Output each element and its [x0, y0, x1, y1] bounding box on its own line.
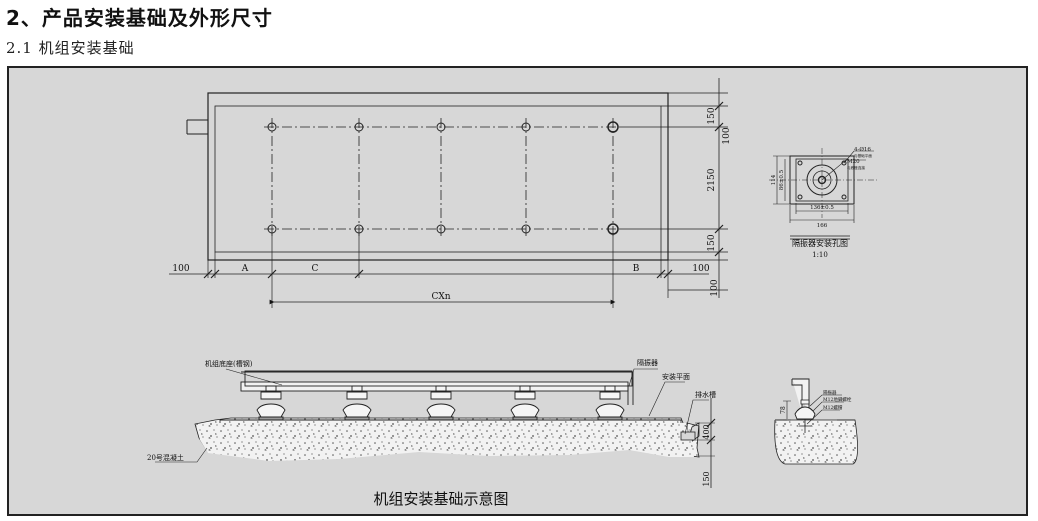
section-labels: 机组底座(槽钢) 隔振器 安装平面 排水槽 20号混凝土 400 150 — [147, 358, 716, 487]
sd-label-nut: M12螺帽 — [823, 404, 843, 411]
dim-150-bottom: 150 — [707, 234, 717, 251]
bolt-hole — [436, 122, 446, 132]
foundation-outline — [207, 92, 669, 261]
section-detail — [774, 378, 858, 465]
label-cxn: CXn — [431, 292, 450, 302]
label-c: C — [312, 264, 319, 274]
dim-400: 400 — [702, 424, 711, 439]
dim-100-top: 100 — [722, 127, 732, 144]
label-drain: 排水槽 — [695, 390, 716, 399]
sd-dim-78: 78 — [780, 406, 787, 414]
base-frame-outline — [214, 105, 662, 253]
isolators — [256, 385, 625, 421]
section-view — [155, 368, 716, 488]
note2-bottom: 与底座连接 — [847, 165, 865, 170]
channel-steel-base — [240, 381, 629, 392]
sd-label-bolt: M12地脚螺栓 — [823, 396, 852, 403]
section-heading: 2、产品安装基础及外形尺寸 — [6, 6, 273, 30]
bolt-hole — [607, 121, 619, 133]
label-base: 机组底座(槽钢) — [205, 359, 253, 368]
dim-150-section: 150 — [702, 471, 711, 486]
dim-100-below: 100 — [710, 279, 720, 296]
foundation-drawing: 150 100 2150 150 100 A C B 100 100 CXn 4… — [147, 78, 877, 508]
figure-caption: 机组安装基础示意图 — [373, 490, 508, 508]
plan-view — [169, 78, 728, 308]
label-plane: 安装平面 — [662, 372, 690, 381]
dim-2150: 2150 — [707, 168, 717, 191]
label-a: A — [241, 264, 249, 274]
bolt-hole — [267, 122, 277, 132]
note1-top: 4-Ø16 — [854, 146, 871, 153]
note2-top: M20 — [847, 159, 860, 165]
isolator-hole-detail — [769, 148, 877, 240]
detail-scale: 1:10 — [812, 251, 828, 259]
label-b: B — [633, 264, 640, 274]
bolt-hole — [354, 122, 364, 132]
dim-side-left: 114 — [771, 174, 777, 185]
detail-title: 隔振器安装孔图 — [792, 238, 848, 248]
drain-channel — [680, 431, 696, 441]
bolt-hole — [521, 224, 531, 234]
section-detail-labels: 隔振器 M12地脚螺栓 M12螺帽 78 — [780, 389, 852, 414]
dim-100-right: 100 — [692, 264, 709, 274]
bolt-hole — [521, 122, 531, 132]
detail-labels: 4-Ø16 与基础平面 M20 与底座连接 114 86±0.5 136±0.5… — [771, 146, 872, 259]
subsection-heading: 2.1 机组安装基础 — [6, 39, 135, 57]
label-concrete: 20号混凝土 — [147, 453, 184, 462]
note1-bottom: 与基础平面 — [854, 153, 872, 158]
dim-150-top: 150 — [707, 107, 717, 124]
dim-side-right: 86±0.5 — [779, 169, 785, 190]
label-isolator: 隔振器 — [637, 358, 658, 367]
dim-100-left: 100 — [172, 264, 189, 274]
plan-dimensions: 150 100 2150 150 100 A C B 100 100 CXn — [172, 107, 732, 302]
dim-outer: 166 — [817, 223, 828, 229]
foundation-figure: 150 100 2150 150 100 A C B 100 100 CXn 4… — [7, 66, 1028, 516]
sd-label-isolator: 隔振器 — [823, 389, 837, 396]
bolt-hole — [436, 224, 446, 234]
dim-inner: 136±0.5 — [810, 205, 834, 211]
